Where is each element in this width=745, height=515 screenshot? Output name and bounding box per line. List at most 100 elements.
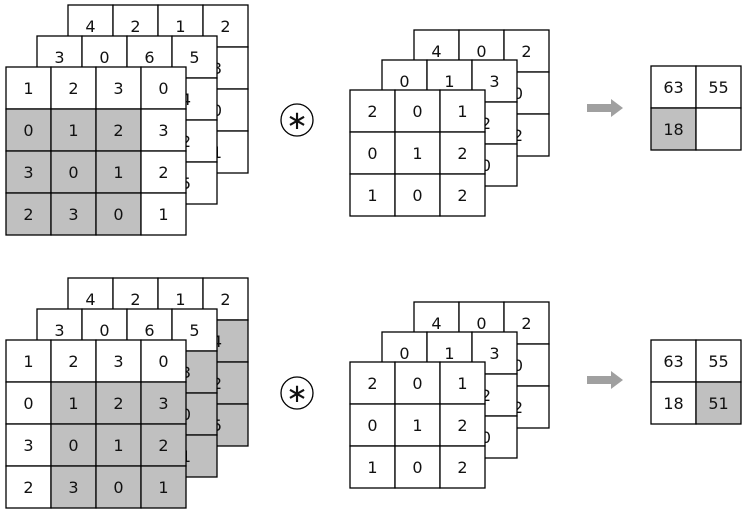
- filter-cell-value: 2: [457, 416, 467, 435]
- input-cell-value: 4: [85, 17, 95, 36]
- input-cell: [140, 108, 187, 152]
- filter-cell: [439, 361, 486, 405]
- filter-cell-value: 3: [489, 344, 499, 363]
- input-cell-value: 6: [144, 48, 154, 67]
- filter-cell: [394, 131, 441, 175]
- input-cell-value: 0: [99, 321, 109, 340]
- input-cell: [171, 308, 218, 352]
- input-cell-value: 5: [189, 48, 199, 67]
- input-cell-value: 2: [130, 17, 140, 36]
- input-cell-value: 3: [113, 79, 123, 98]
- input-cell-value: 2: [130, 290, 140, 309]
- input-cell-value: 2: [113, 121, 123, 140]
- input-cell-value: 0: [113, 205, 123, 224]
- filter-cell-value: 0: [399, 344, 409, 363]
- input-cell-value: 3: [158, 121, 168, 140]
- filter-cell: [439, 403, 486, 447]
- input-cell-value: 0: [23, 121, 33, 140]
- input-cell-value: 3: [68, 205, 78, 224]
- input-cell-value: 3: [54, 321, 64, 340]
- input-cell-value: 3: [23, 436, 33, 455]
- convolution-operator-icon: ∗: [280, 376, 314, 410]
- filter-cell-value: 0: [481, 428, 491, 447]
- filter-cell-value: 0: [367, 416, 377, 435]
- filter-cell-value: 1: [444, 72, 454, 91]
- example-second-window: 4212425306530112300123301223014020201320…: [5, 277, 742, 509]
- input-cell-value: 2: [23, 205, 33, 224]
- input-cell: [95, 381, 142, 425]
- input-cell-value: 2: [158, 163, 168, 182]
- filter-cell-value: 1: [412, 144, 422, 163]
- output-cell-value: 18: [663, 120, 683, 139]
- input-cell: [140, 66, 187, 110]
- filter-cell-value: 2: [481, 114, 491, 133]
- input-cell-value: 0: [158, 352, 168, 371]
- filter-cell-value: 0: [513, 84, 523, 103]
- filter-cell-value: 0: [513, 356, 523, 375]
- input-cell-value: 2: [220, 290, 230, 309]
- input-cell: [140, 423, 187, 467]
- input-cell-value: 2: [68, 79, 78, 98]
- input-cell: [140, 192, 187, 236]
- input-cell-value: 0: [23, 394, 33, 413]
- filter-cell-value: 0: [412, 186, 422, 205]
- filter-cell-value: 2: [457, 186, 467, 205]
- right-arrow-icon: [587, 99, 623, 117]
- filter-cell: [349, 89, 396, 133]
- convolution-operator-icon: ∗: [280, 103, 314, 137]
- filter-cell-value: 1: [444, 344, 454, 363]
- input-cell-value: 2: [113, 394, 123, 413]
- output-cell: [695, 107, 742, 151]
- output-cell: [695, 381, 742, 425]
- input-cell-value: 0: [158, 79, 168, 98]
- input-cell-value: 0: [68, 436, 78, 455]
- input-cell-value: 4: [85, 290, 95, 309]
- filter-cell-value: 2: [521, 314, 531, 333]
- input-cell-value: 1: [23, 352, 33, 371]
- filter-cell-value: 1: [367, 186, 377, 205]
- filter-cell-value: 4: [431, 42, 441, 61]
- input-cell-value: 5: [189, 321, 199, 340]
- filter-cell-value: 2: [367, 374, 377, 393]
- filter-cell: [394, 445, 441, 489]
- input-cell: [50, 381, 97, 425]
- input-cell: [140, 381, 187, 425]
- operator-symbol: ∗: [286, 106, 308, 136]
- input-cell-value: 3: [158, 394, 168, 413]
- example-first-window: 4212301306542512300123301223014020201320…: [5, 4, 742, 236]
- input-cell-value: 1: [68, 121, 78, 140]
- filter-cell-value: 2: [367, 102, 377, 121]
- filter-cell: [439, 89, 486, 133]
- output-cell-value: 63: [663, 78, 683, 97]
- input-cell: [5, 150, 52, 194]
- output-cell-value: 55: [708, 78, 728, 97]
- filter-cell-value: 0: [481, 156, 491, 175]
- input-cell: [140, 150, 187, 194]
- filter-cell-value: 0: [476, 314, 486, 333]
- output-cell: [650, 381, 697, 425]
- filter-cell-value: 4: [431, 314, 441, 333]
- input-cell: [95, 108, 142, 152]
- input-cell: [171, 35, 218, 79]
- output-cell: [695, 339, 742, 383]
- filter-cell-value: 1: [367, 458, 377, 477]
- filter-cell-value: 1: [457, 102, 467, 121]
- output-cell-value: 63: [663, 352, 683, 371]
- input-cell-value: 0: [113, 478, 123, 497]
- input-cell-value: 0: [68, 163, 78, 182]
- input-cell-value: 1: [68, 394, 78, 413]
- filter-cell-value: 0: [476, 42, 486, 61]
- input-cell-value: 1: [158, 478, 168, 497]
- filter-cell: [439, 173, 486, 217]
- filter-cell-value: 2: [457, 458, 467, 477]
- filter-cell-value: 0: [412, 374, 422, 393]
- output-cell: [695, 65, 742, 109]
- input-cell-value: 0: [99, 48, 109, 67]
- filter-cell: [349, 403, 396, 447]
- input-cell: [50, 339, 97, 383]
- filter-cell: [394, 361, 441, 405]
